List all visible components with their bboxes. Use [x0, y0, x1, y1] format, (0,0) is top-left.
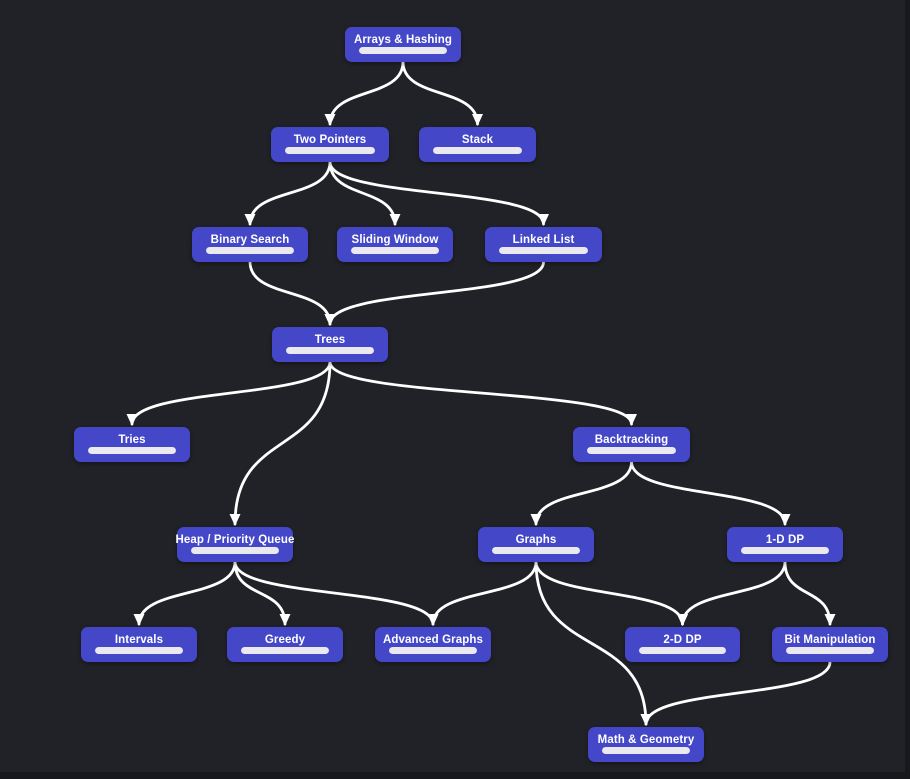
node-label: Graphs	[515, 534, 557, 546]
roadmap-node-stack[interactable]: Stack	[419, 127, 536, 162]
edge-heap-pq-to-advanced-graphs	[233, 560, 439, 626]
roadmap-node-trees[interactable]: Trees	[272, 327, 388, 362]
progress-fill	[433, 147, 522, 154]
edge-linked-list-to-trees	[324, 260, 545, 326]
roadmap-node-math-geometry[interactable]: Math & Geometry	[588, 727, 704, 762]
progress-track	[285, 147, 375, 154]
roadmap-node-two-d-dp[interactable]: 2-D DP	[625, 627, 740, 662]
node-label: Binary Search	[210, 234, 290, 246]
progress-fill	[499, 247, 588, 254]
progress-track	[389, 647, 477, 654]
progress-fill	[741, 547, 829, 554]
roadmap-node-graphs[interactable]: Graphs	[478, 527, 594, 562]
roadmap-node-greedy[interactable]: Greedy	[227, 627, 343, 662]
edge-arrays-hashing-to-stack	[401, 60, 483, 126]
roadmap-node-heap-pq[interactable]: Heap / Priority Queue	[175, 527, 295, 562]
edge-trees-to-tries	[126, 360, 332, 426]
progress-track	[741, 547, 829, 554]
edge-heap-pq-to-greedy	[233, 560, 291, 626]
edge-binary-search-to-trees	[248, 260, 336, 326]
node-label: Heap / Priority Queue	[175, 534, 295, 546]
roadmap-node-binary-search[interactable]: Binary Search	[192, 227, 308, 262]
node-label: Stack	[461, 134, 494, 146]
node-label: Backtracking	[594, 434, 669, 446]
edge-graphs-to-two-d-dp	[534, 560, 688, 626]
edge-two-pointers-to-binary-search	[244, 160, 332, 226]
progress-track	[602, 747, 690, 754]
viewport-edge-right	[905, 0, 910, 779]
progress-fill	[241, 647, 329, 654]
roadmap-node-one-d-dp[interactable]: 1-D DP	[727, 527, 843, 562]
progress-fill	[191, 547, 279, 554]
progress-fill	[587, 447, 676, 454]
progress-fill	[639, 647, 726, 654]
progress-track	[88, 447, 176, 454]
edge-graphs-to-advanced-graphs	[427, 560, 538, 626]
roadmap-node-advanced-graphs[interactable]: Advanced Graphs	[375, 627, 491, 662]
roadmap-node-backtracking[interactable]: Backtracking	[573, 427, 690, 462]
progress-fill	[389, 647, 477, 654]
roadmap-node-tries[interactable]: Tries	[74, 427, 190, 462]
node-label: Intervals	[114, 634, 164, 646]
roadmap-node-two-pointers[interactable]: Two Pointers	[271, 127, 389, 162]
node-label: Greedy	[264, 634, 306, 646]
progress-fill	[786, 647, 874, 654]
edge-heap-pq-to-intervals	[133, 560, 237, 626]
node-label: Sliding Window	[351, 234, 439, 246]
progress-track	[499, 247, 588, 254]
progress-track	[351, 247, 439, 254]
progress-fill	[492, 547, 580, 554]
edge-one-d-dp-to-two-d-dp	[677, 560, 787, 626]
progress-track	[241, 647, 329, 654]
edge-graphs-to-math-geometry	[534, 560, 652, 726]
edge-two-pointers-to-sliding-window	[328, 160, 401, 226]
edge-one-d-dp-to-bit-manipulation	[783, 560, 836, 626]
progress-fill	[88, 447, 176, 454]
progress-track	[191, 547, 279, 554]
edge-backtracking-to-graphs	[530, 460, 633, 526]
progress-fill	[285, 147, 375, 154]
edge-arrays-hashing-to-two-pointers	[324, 60, 405, 126]
edge-backtracking-to-one-d-dp	[630, 460, 791, 526]
node-label: Trees	[314, 334, 346, 346]
node-label: Tries	[118, 434, 146, 446]
progress-fill	[95, 647, 183, 654]
progress-track	[433, 147, 522, 154]
progress-track	[359, 47, 447, 54]
node-label: Math & Geometry	[597, 734, 695, 746]
progress-track	[587, 447, 676, 454]
roadmap-node-sliding-window[interactable]: Sliding Window	[337, 227, 453, 262]
viewport-edge-bottom	[0, 772, 910, 779]
node-label: Bit Manipulation	[784, 634, 876, 646]
progress-fill	[351, 247, 439, 254]
node-label: Two Pointers	[293, 134, 367, 146]
edge-bit-manipulation-to-math-geometry	[640, 660, 832, 726]
roadmap-node-linked-list[interactable]: Linked List	[485, 227, 602, 262]
roadmap-node-bit-manipulation[interactable]: Bit Manipulation	[772, 627, 888, 662]
node-label: 1-D DP	[765, 534, 805, 546]
edge-trees-to-heap-pq	[229, 360, 332, 526]
progress-track	[206, 247, 294, 254]
progress-track	[95, 647, 183, 654]
progress-track	[286, 347, 374, 354]
roadmap-node-arrays-hashing[interactable]: Arrays & Hashing	[345, 27, 461, 62]
node-label: Advanced Graphs	[383, 634, 483, 646]
roadmap-node-intervals[interactable]: Intervals	[81, 627, 197, 662]
progress-fill	[359, 47, 447, 54]
node-label: 2-D DP	[663, 634, 702, 646]
progress-track	[786, 647, 874, 654]
node-label: Arrays & Hashing	[353, 34, 453, 46]
progress-track	[492, 547, 580, 554]
edge-two-pointers-to-linked-list	[328, 160, 549, 226]
node-label: Linked List	[512, 234, 575, 246]
progress-fill	[206, 247, 294, 254]
progress-fill	[602, 747, 690, 754]
progress-track	[639, 647, 726, 654]
edge-trees-to-backtracking	[328, 360, 637, 426]
progress-fill	[286, 347, 374, 354]
